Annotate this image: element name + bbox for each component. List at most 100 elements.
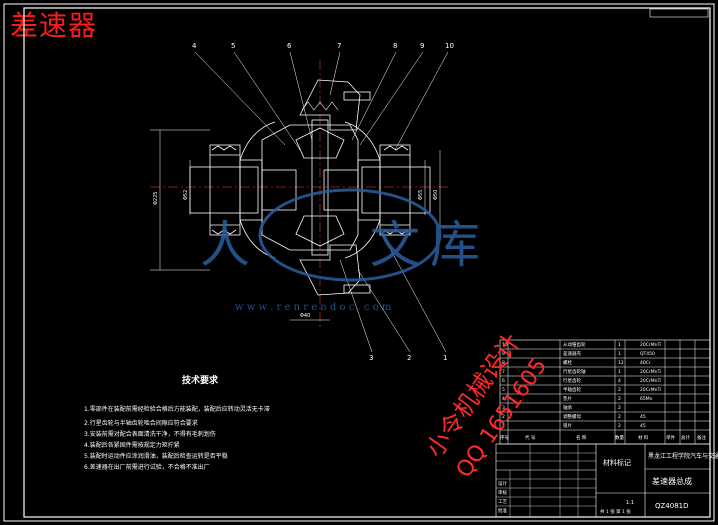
callout-label: 10 bbox=[445, 42, 454, 50]
bom-header-total: 总计 bbox=[681, 434, 690, 441]
dim-label: Φ50 bbox=[433, 190, 439, 200]
bom-material: 45 bbox=[640, 414, 646, 420]
bom-header-material: 材 料 bbox=[638, 434, 649, 441]
tech-item: 4.装配后各紧固件需按规定力矩拧紧 bbox=[84, 441, 180, 449]
dimension-lines bbox=[150, 129, 441, 321]
contact-watermark: 小令机械设计 QQ 1651605 bbox=[421, 328, 553, 482]
bom-qty: 4 bbox=[618, 378, 621, 384]
planet-gear-top bbox=[295, 127, 345, 159]
bom-no: 1 bbox=[502, 423, 505, 429]
bom-qty: 12 bbox=[618, 360, 624, 366]
bom-qty: 1 bbox=[618, 351, 621, 357]
bom-material: 20CrMnTi bbox=[640, 369, 661, 375]
site-watermark: 人 文 库 w w w . r e n r e n d o c . c o m bbox=[200, 188, 480, 313]
tech-item: 3.安装前需对配合表面清洗干净，不得有毛刺划伤 bbox=[84, 430, 216, 438]
callout-label: 8 bbox=[393, 42, 397, 50]
callout-label: 2 bbox=[407, 354, 411, 362]
sheet-border bbox=[3, 3, 715, 522]
bom-no: 7 bbox=[502, 369, 505, 375]
bom-header-no: 序号 bbox=[500, 434, 509, 441]
technical-requirements: 技术要求 1.零部件在装配前需经检验合格后方能装配，装配后应转动灵活无卡滞 2.… bbox=[84, 374, 270, 471]
bom-material: QT450 bbox=[640, 351, 655, 357]
bom-row: 7 行星齿轮轴 1 20CrMnTi bbox=[502, 368, 661, 375]
callout-label: 7 bbox=[337, 42, 341, 50]
callout-leaders bbox=[194, 51, 449, 353]
bom-no: 10 bbox=[502, 342, 508, 348]
bom-name: 差速器壳 bbox=[563, 350, 581, 357]
dim-label: Φ40 bbox=[300, 313, 310, 319]
watermark-char: 人 bbox=[200, 216, 250, 274]
drawing-name: 差速器总成 bbox=[652, 476, 692, 486]
tech-item: 2.行星齿轮与半轴齿轮啮合间隙应符合要求 bbox=[84, 419, 198, 427]
bom-header-code: 代 号 bbox=[525, 434, 536, 441]
role-label: 审核 bbox=[498, 489, 507, 496]
left-hub bbox=[239, 159, 263, 221]
bom-header-qty: 数量 bbox=[615, 434, 624, 441]
bom-name: 锁片 bbox=[563, 422, 572, 429]
ring-gear bbox=[299, 79, 361, 131]
material-mark-label: 材料标记 bbox=[603, 458, 631, 467]
watermark-char: 库 bbox=[430, 216, 480, 274]
tech-item: 1.零部件在装配前需经检验合格后方能装配，装配后应转动灵活无卡滞 bbox=[84, 405, 270, 413]
bom-name: 半轴齿轮 bbox=[563, 386, 581, 393]
bom-material: 20CrMnTi bbox=[640, 378, 661, 384]
dimension-text: Φ225 Φ52 Φ55 Φ50 Φ40 bbox=[153, 190, 439, 319]
callout-label: 3 bbox=[369, 354, 373, 362]
drawing-code: QZ4081D bbox=[655, 502, 689, 510]
bom-qty: 2 bbox=[618, 405, 621, 411]
bom-no: 8 bbox=[502, 360, 505, 366]
callout-label: 1 bbox=[443, 354, 447, 362]
bom-qty: 2 bbox=[618, 423, 621, 429]
bom-header-note: 备注 bbox=[697, 434, 706, 441]
differential-case bbox=[261, 124, 359, 251]
bom-row: 9 差速器壳 1 QT450 bbox=[502, 350, 655, 357]
tech-heading: 技术要求 bbox=[182, 374, 219, 386]
bom-material: 40Cr bbox=[640, 360, 651, 366]
bom-header-name: 名 称 bbox=[576, 434, 587, 441]
planet-gear-bottom bbox=[295, 215, 345, 247]
inner-frame bbox=[23, 7, 711, 518]
dim-label: Φ225 bbox=[153, 192, 159, 205]
bom-material: 20CrMnTi bbox=[640, 387, 661, 393]
bom-name: 调整螺母 bbox=[563, 413, 581, 420]
drawing-no-box bbox=[649, 8, 709, 18]
bom-no: 9 bbox=[502, 351, 505, 357]
callout-numbers: 4 5 6 7 8 9 10 3 2 1 bbox=[192, 42, 454, 362]
role-label: 工艺 bbox=[498, 499, 507, 505]
title-block bbox=[495, 443, 711, 518]
callout-label: 9 bbox=[420, 42, 424, 50]
bom-qty: 1 bbox=[618, 369, 621, 375]
watermark-url: w w w . r e n r e n d o c . c o m bbox=[235, 302, 392, 313]
bom-qty: 2 bbox=[618, 396, 621, 402]
bom-name: 从动锥齿轮 bbox=[563, 341, 586, 348]
bom-header: 序号 代 号 名 称 数量 材 料 单件 总计 备注 bbox=[500, 434, 706, 441]
cross-shaft bbox=[311, 119, 329, 256]
bom-material: 65Mn bbox=[640, 396, 653, 402]
watermark-char: 文 bbox=[370, 216, 420, 274]
bom-qty: 2 bbox=[618, 414, 621, 420]
bom-no: 3 bbox=[502, 405, 505, 411]
ring-bolt-bottom bbox=[343, 284, 371, 294]
tech-item: 5.装配时运动件应涂润滑油，装配后检查运转是否平稳 bbox=[84, 452, 228, 460]
role-label: 设计 bbox=[498, 480, 507, 487]
bom-name: 行星齿轮轴 bbox=[563, 368, 586, 375]
dim-label: Φ52 bbox=[183, 190, 189, 200]
sheet-label: 共 1 张 第 1 张 bbox=[600, 508, 631, 515]
bom-qty: 1 bbox=[618, 342, 621, 348]
tech-item: 6.差速器在出厂前需进行试验，不合格不准出厂 bbox=[84, 463, 210, 471]
differential-section bbox=[150, 51, 449, 353]
dim-label: Φ55 bbox=[418, 190, 424, 200]
bom-no: 4 bbox=[502, 396, 505, 402]
role-label: 批准 bbox=[498, 507, 507, 514]
bom-header-weight: 单件 bbox=[666, 434, 675, 441]
callout-label: 4 bbox=[192, 42, 197, 50]
callout-label: 6 bbox=[287, 42, 292, 50]
